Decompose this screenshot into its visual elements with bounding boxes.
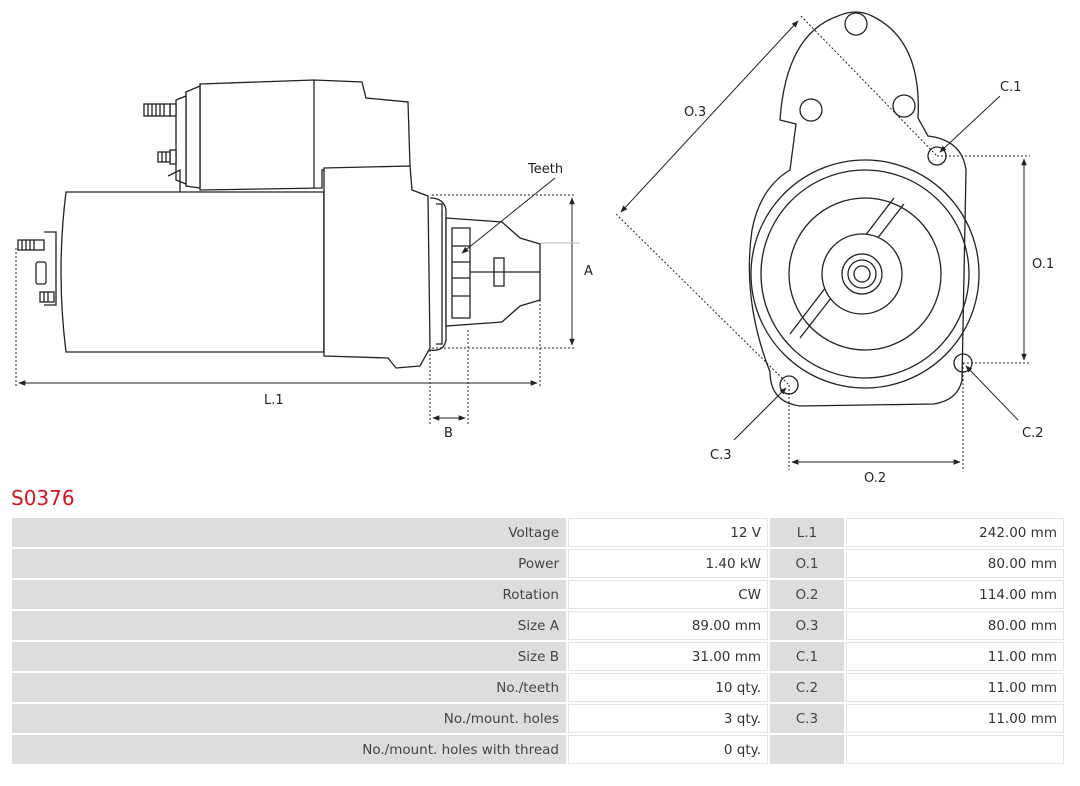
- dim-label: C.1: [770, 642, 844, 671]
- spec-label: Size B: [12, 642, 566, 671]
- spec-label: Power: [12, 549, 566, 578]
- table-row: Size B 31.00 mm C.1 11.00 mm: [12, 642, 1064, 671]
- dim-c3-label: C.3: [710, 448, 731, 463]
- technical-drawing: Teeth A L.1 B O.3 C.1 O.1: [15, 11, 1054, 486]
- spec-value: 3 qty.: [568, 704, 768, 733]
- spec-value: 0 qty.: [568, 735, 768, 764]
- dim-label: O.2: [770, 580, 844, 609]
- dim-value: 11.00 mm: [846, 642, 1064, 671]
- dim-c1-label: C.1: [1000, 80, 1021, 95]
- table-row: Power 1.40 kW O.1 80.00 mm: [12, 549, 1064, 578]
- starter-front-view: [748, 11, 980, 407]
- spec-label: Voltage: [12, 518, 566, 547]
- teeth-label: Teeth: [527, 162, 563, 177]
- table-row: Rotation CW O.2 114.00 mm: [12, 580, 1064, 609]
- dim-value: 80.00 mm: [846, 549, 1064, 578]
- spec-value: 12 V: [568, 518, 768, 547]
- table-row: Voltage 12 V L.1 242.00 mm: [12, 518, 1064, 547]
- spec-label: Rotation: [12, 580, 566, 609]
- starter-side-view: [17, 79, 541, 369]
- dim-o1-label: O.1: [1032, 257, 1054, 272]
- spec-label: Size A: [12, 611, 566, 640]
- dim-value: 114.00 mm: [846, 580, 1064, 609]
- dim-value: 11.00 mm: [846, 673, 1064, 702]
- table-row: Size A 89.00 mm O.3 80.00 mm: [12, 611, 1064, 640]
- dim-value: 11.00 mm: [846, 704, 1064, 733]
- spec-value: 1.40 kW: [568, 549, 768, 578]
- dim-value: [846, 735, 1064, 764]
- dim-b-label: B: [444, 426, 453, 441]
- dim-label: [770, 735, 844, 764]
- dim-label: O.1: [770, 549, 844, 578]
- dim-label: C.2: [770, 673, 844, 702]
- front-view-dimensions: [615, 15, 1030, 470]
- spec-table: Voltage 12 V L.1 242.00 mm Power 1.40 kW…: [10, 516, 1066, 766]
- table-row: No./mount. holes with thread 0 qty.: [12, 735, 1064, 764]
- product-code: S0376: [11, 486, 75, 510]
- dim-value: 242.00 mm: [846, 518, 1064, 547]
- spec-label: No./mount. holes with thread: [12, 735, 566, 764]
- table-row: No./mount. holes 3 qty. C.3 11.00 mm: [12, 704, 1064, 733]
- dim-label: L.1: [770, 518, 844, 547]
- spec-value: 89.00 mm: [568, 611, 768, 640]
- dim-o3-label: O.3: [684, 105, 706, 120]
- dim-c2-label: C.2: [1022, 426, 1043, 441]
- spec-value: 31.00 mm: [568, 642, 768, 671]
- side-view-dimensions: [15, 177, 580, 424]
- dim-o2-label: O.2: [864, 471, 886, 486]
- table-row: No./teeth 10 qty. C.2 11.00 mm: [12, 673, 1064, 702]
- dim-label: O.3: [770, 611, 844, 640]
- dim-label: C.3: [770, 704, 844, 733]
- dim-value: 80.00 mm: [846, 611, 1064, 640]
- spec-value: 10 qty.: [568, 673, 768, 702]
- dim-l1-label: L.1: [264, 393, 284, 408]
- dim-a-label: A: [584, 264, 593, 279]
- spec-label: No./teeth: [12, 673, 566, 702]
- spec-value: CW: [568, 580, 768, 609]
- spec-label: No./mount. holes: [12, 704, 566, 733]
